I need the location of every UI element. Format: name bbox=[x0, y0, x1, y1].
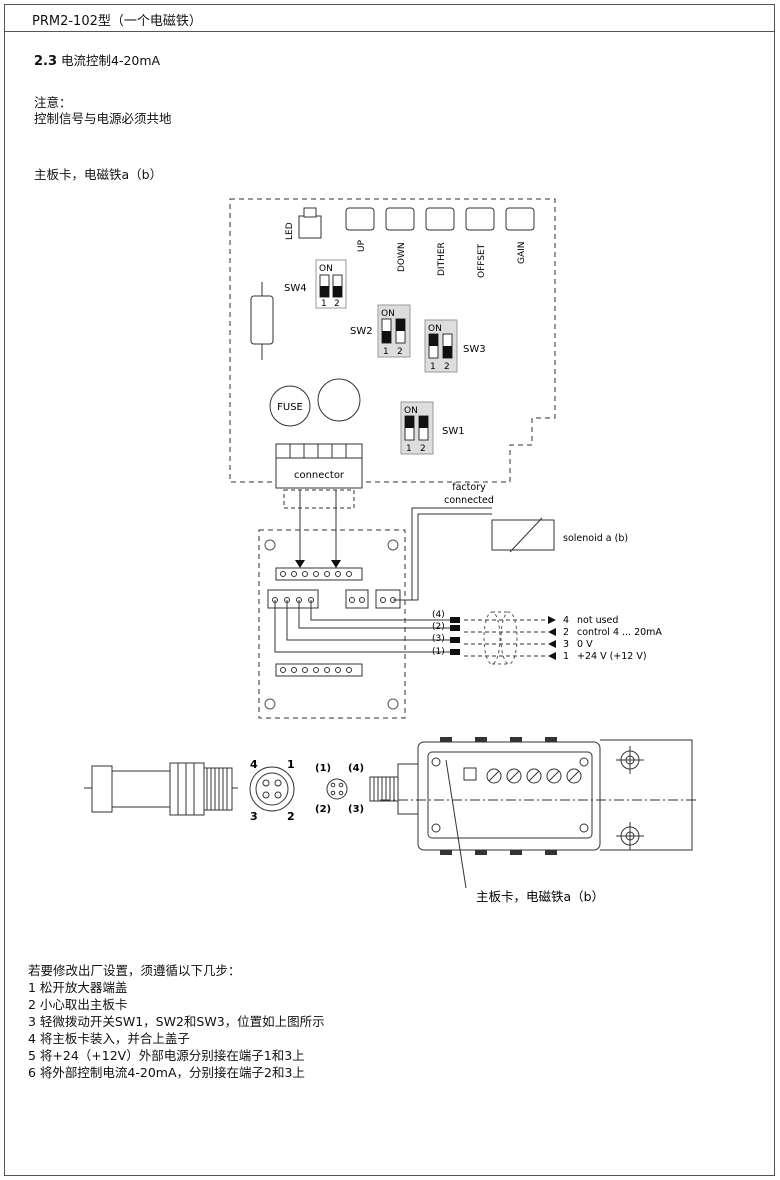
svg-text:1: 1 bbox=[406, 444, 412, 454]
note-label: 注意： bbox=[34, 95, 72, 110]
socket-pin-3: (3) bbox=[348, 804, 364, 815]
trimmer-label-gain: GAIN bbox=[517, 241, 527, 264]
dip-switch-sw4: ON 1 2 bbox=[315, 259, 347, 309]
svg-text:2: 2 bbox=[420, 444, 426, 454]
board-caption: 主板卡，电磁铁a（b） bbox=[34, 167, 163, 182]
svg-text:2: 2 bbox=[444, 362, 450, 372]
dip-switch-sw3: ON 1 2 bbox=[424, 319, 458, 373]
housing-caption: 主板卡，电磁铁a（b） bbox=[476, 889, 604, 904]
connector-label: connector bbox=[294, 470, 345, 481]
wire-tag-2: (2) bbox=[432, 622, 445, 632]
section-number: 2.3 bbox=[34, 54, 58, 69]
factory-label-1: factory bbox=[452, 482, 486, 493]
sw4-label: SW4 bbox=[284, 283, 307, 294]
factory-label-2: connected bbox=[444, 495, 494, 506]
wire-desc-1: +24 V (+12 V) bbox=[577, 651, 647, 662]
wire-desc-2: control 4 ... 20mA bbox=[577, 627, 662, 638]
socket-pin-4: (4) bbox=[348, 763, 364, 774]
svg-text:1: 1 bbox=[321, 299, 327, 309]
plug-pin-3: 3 bbox=[250, 810, 258, 823]
sw1-label: SW1 bbox=[442, 426, 465, 437]
dip-switch-sw1: ON 1 2 bbox=[400, 401, 434, 455]
trimmer-up-icon bbox=[345, 207, 375, 231]
page-header: PRM2-102型（一个电磁铁） bbox=[4, 4, 775, 32]
wire-num-4: 4 bbox=[563, 615, 569, 626]
dip-switch-sw2: ON 1 2 bbox=[377, 304, 411, 358]
svg-text:2: 2 bbox=[334, 299, 340, 309]
trimmer-down-icon bbox=[385, 207, 415, 231]
wire-num-2: 2 bbox=[563, 627, 569, 638]
socket-pin-1: (1) bbox=[315, 763, 331, 774]
svg-text:ON: ON bbox=[381, 309, 395, 319]
trimmer-label-up: UP bbox=[357, 239, 367, 252]
solenoid-label: solenoid a (b) bbox=[563, 533, 628, 544]
housing-socket-icon bbox=[369, 763, 419, 815]
plug-face-icon bbox=[249, 766, 295, 812]
trimmer-label-down: DOWN bbox=[397, 242, 407, 272]
wire-num-3: 3 bbox=[563, 639, 569, 650]
instructions-intro: 若要修改出厂设置，须遵循以下几步： bbox=[28, 963, 241, 978]
svg-text:ON: ON bbox=[404, 406, 418, 416]
wire-desc-4: not used bbox=[577, 615, 618, 626]
step-2: 2 小心取出主板卡 bbox=[28, 997, 128, 1012]
led-icon bbox=[298, 215, 322, 239]
wire-tag-1: (1) bbox=[432, 647, 445, 657]
svg-text:ON: ON bbox=[428, 324, 442, 334]
fuse-icon bbox=[269, 385, 311, 427]
trimmer-label-offset: OFFSET bbox=[477, 243, 487, 278]
note-text: 控制信号与电源必须共地 bbox=[34, 111, 172, 126]
terminal-screws-icon bbox=[486, 768, 582, 784]
svg-text:1: 1 bbox=[383, 347, 389, 357]
wire-desc-3: 0 V bbox=[577, 639, 593, 650]
fuse-label: FUSE bbox=[277, 402, 303, 413]
input-terminal bbox=[267, 589, 319, 609]
cable-plug-icon bbox=[91, 762, 233, 816]
step-1: 1 松开放大器端盖 bbox=[28, 980, 128, 995]
wire-num-1: 1 bbox=[563, 651, 569, 662]
plug-pin-1: 1 bbox=[287, 758, 295, 771]
terminal-box bbox=[258, 529, 406, 719]
trimmer-gain-icon bbox=[505, 207, 535, 231]
plug-pin-2: 2 bbox=[287, 810, 295, 823]
capacitor-icon bbox=[317, 378, 361, 422]
header-title: PRM2-102型（一个电磁铁） bbox=[32, 14, 202, 29]
step-5: 5 将+24（+12V）外部电源分别接在端子1和3上 bbox=[28, 1048, 305, 1063]
board-connector bbox=[275, 443, 363, 489]
sw3-label: SW3 bbox=[463, 344, 486, 355]
section-heading: 2.3 电流控制4-20mA bbox=[34, 52, 160, 71]
trimmer-label-dither: DITHER bbox=[437, 242, 447, 276]
svg-text:2: 2 bbox=[397, 347, 403, 357]
wire-tag-3: (3) bbox=[432, 634, 445, 644]
resistor-icon bbox=[250, 282, 274, 360]
page-frame bbox=[4, 4, 775, 1176]
sw2-label: SW2 bbox=[350, 326, 373, 337]
instructions: 若要修改出厂设置，须遵循以下几步： 1 松开放大器端盖 2 小心取出主板卡 3 … bbox=[28, 962, 325, 1081]
plug-pin-4: 4 bbox=[250, 758, 258, 771]
wire-tag-4: (4) bbox=[432, 610, 445, 620]
trimmer-offset-icon bbox=[465, 207, 495, 231]
section-title: 电流控制4-20mA bbox=[61, 53, 161, 68]
step-3: 3 轻微拨动开关SW1，SW2和SW3，位置如上图所示 bbox=[28, 1014, 325, 1029]
socket-face-icon bbox=[326, 778, 348, 800]
led-label: LED bbox=[285, 222, 295, 240]
solenoid-icon bbox=[491, 517, 555, 553]
step-4: 4 将主板卡装入，并合上盖子 bbox=[28, 1031, 190, 1046]
svg-text:1: 1 bbox=[430, 362, 436, 372]
amplifier-housing bbox=[417, 739, 693, 851]
svg-text:ON: ON bbox=[319, 264, 333, 274]
socket-pin-2: (2) bbox=[315, 804, 331, 815]
trimmer-dither-icon bbox=[425, 207, 455, 231]
solenoid-terminal bbox=[375, 589, 401, 609]
step-6: 6 将外部控制电流4-20mA，分别接在端子2和3上 bbox=[28, 1065, 305, 1080]
